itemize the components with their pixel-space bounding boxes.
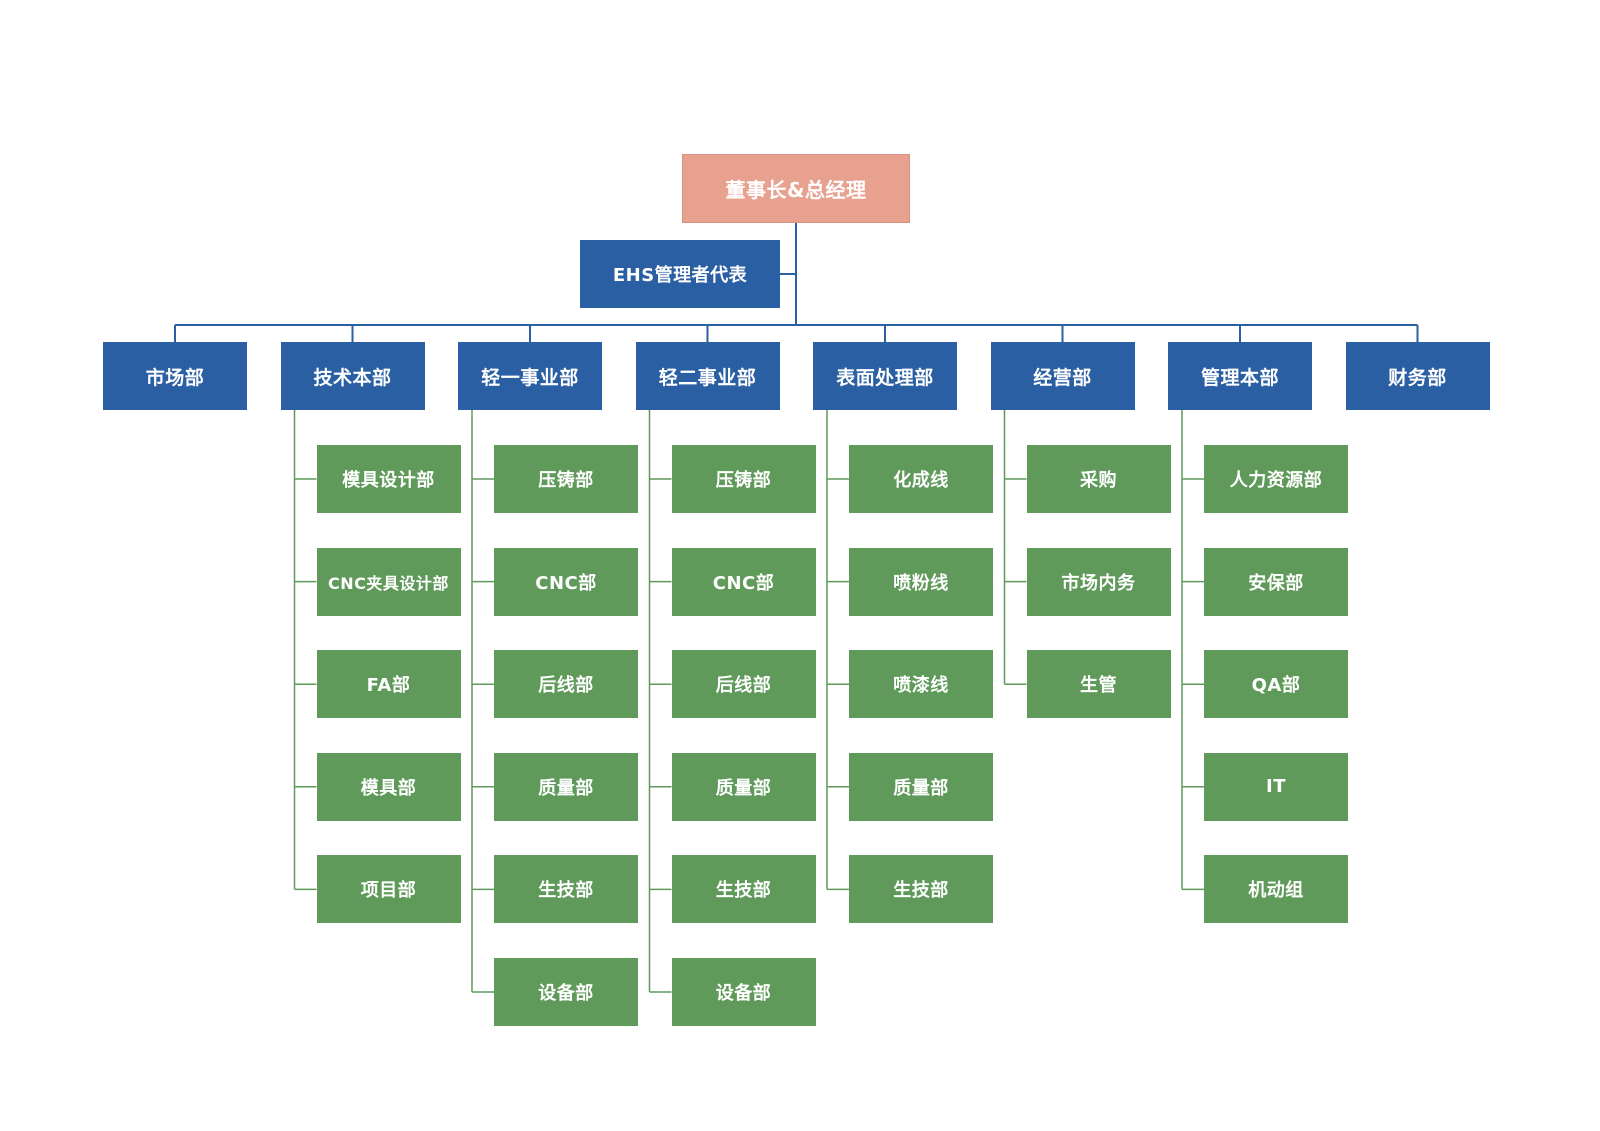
dept-node: 技术本部 bbox=[280, 342, 425, 410]
sub-dept-node: IT bbox=[1204, 752, 1348, 821]
sub-dept-node: 喷粉线 bbox=[849, 547, 993, 616]
sub-dept-node: 生技部 bbox=[671, 855, 816, 924]
sub-dept-node: FA部 bbox=[316, 650, 461, 719]
sub-dept-node: 压铸部 bbox=[671, 445, 816, 513]
ehs-representative-node: EHS管理者代表 bbox=[580, 240, 780, 308]
sub-dept-node: 后线部 bbox=[494, 650, 638, 719]
sub-dept-node: 生技部 bbox=[849, 855, 993, 924]
sub-dept-node: 喷漆线 bbox=[849, 650, 993, 719]
sub-dept-node: 生管 bbox=[1026, 650, 1171, 719]
sub-dept-node: 设备部 bbox=[494, 958, 638, 1026]
dept-node: 财务部 bbox=[1345, 342, 1490, 410]
dept-node: 管理本部 bbox=[1168, 342, 1312, 410]
sub-dept-node: 模具设计部 bbox=[316, 445, 461, 513]
sub-dept-node: 质量部 bbox=[494, 752, 638, 821]
dept-node: 经营部 bbox=[990, 342, 1135, 410]
sub-dept-node: 模具部 bbox=[316, 752, 461, 821]
sub-dept-node: 安保部 bbox=[1204, 547, 1348, 616]
sub-dept-node: 质量部 bbox=[671, 752, 816, 821]
root-node-chairman: 董事长&总经理 bbox=[682, 154, 910, 223]
sub-dept-node: 后线部 bbox=[671, 650, 816, 719]
sub-dept-node: 设备部 bbox=[671, 958, 816, 1026]
sub-dept-node: 化成线 bbox=[849, 445, 993, 513]
sub-dept-node: CNC部 bbox=[494, 547, 638, 616]
dept-node: 市场部 bbox=[103, 342, 247, 410]
sub-dept-node: 人力资源部 bbox=[1204, 445, 1348, 513]
sub-dept-node: QA部 bbox=[1204, 650, 1348, 719]
sub-dept-node: 压铸部 bbox=[494, 445, 638, 513]
dept-node: 轻一事业部 bbox=[458, 342, 602, 410]
sub-dept-node: CNC部 bbox=[671, 547, 816, 616]
dept-node: 表面处理部 bbox=[813, 342, 957, 410]
dept-node: 轻二事业部 bbox=[635, 342, 780, 410]
sub-dept-node: CNC夹具设计部 bbox=[316, 547, 461, 616]
sub-dept-node: 机动组 bbox=[1204, 855, 1348, 924]
sub-dept-node: 质量部 bbox=[849, 752, 993, 821]
sub-dept-node: 市场内务 bbox=[1026, 547, 1171, 616]
sub-dept-node: 生技部 bbox=[494, 855, 638, 924]
sub-dept-node: 项目部 bbox=[316, 855, 461, 924]
sub-dept-node: 采购 bbox=[1026, 445, 1171, 513]
